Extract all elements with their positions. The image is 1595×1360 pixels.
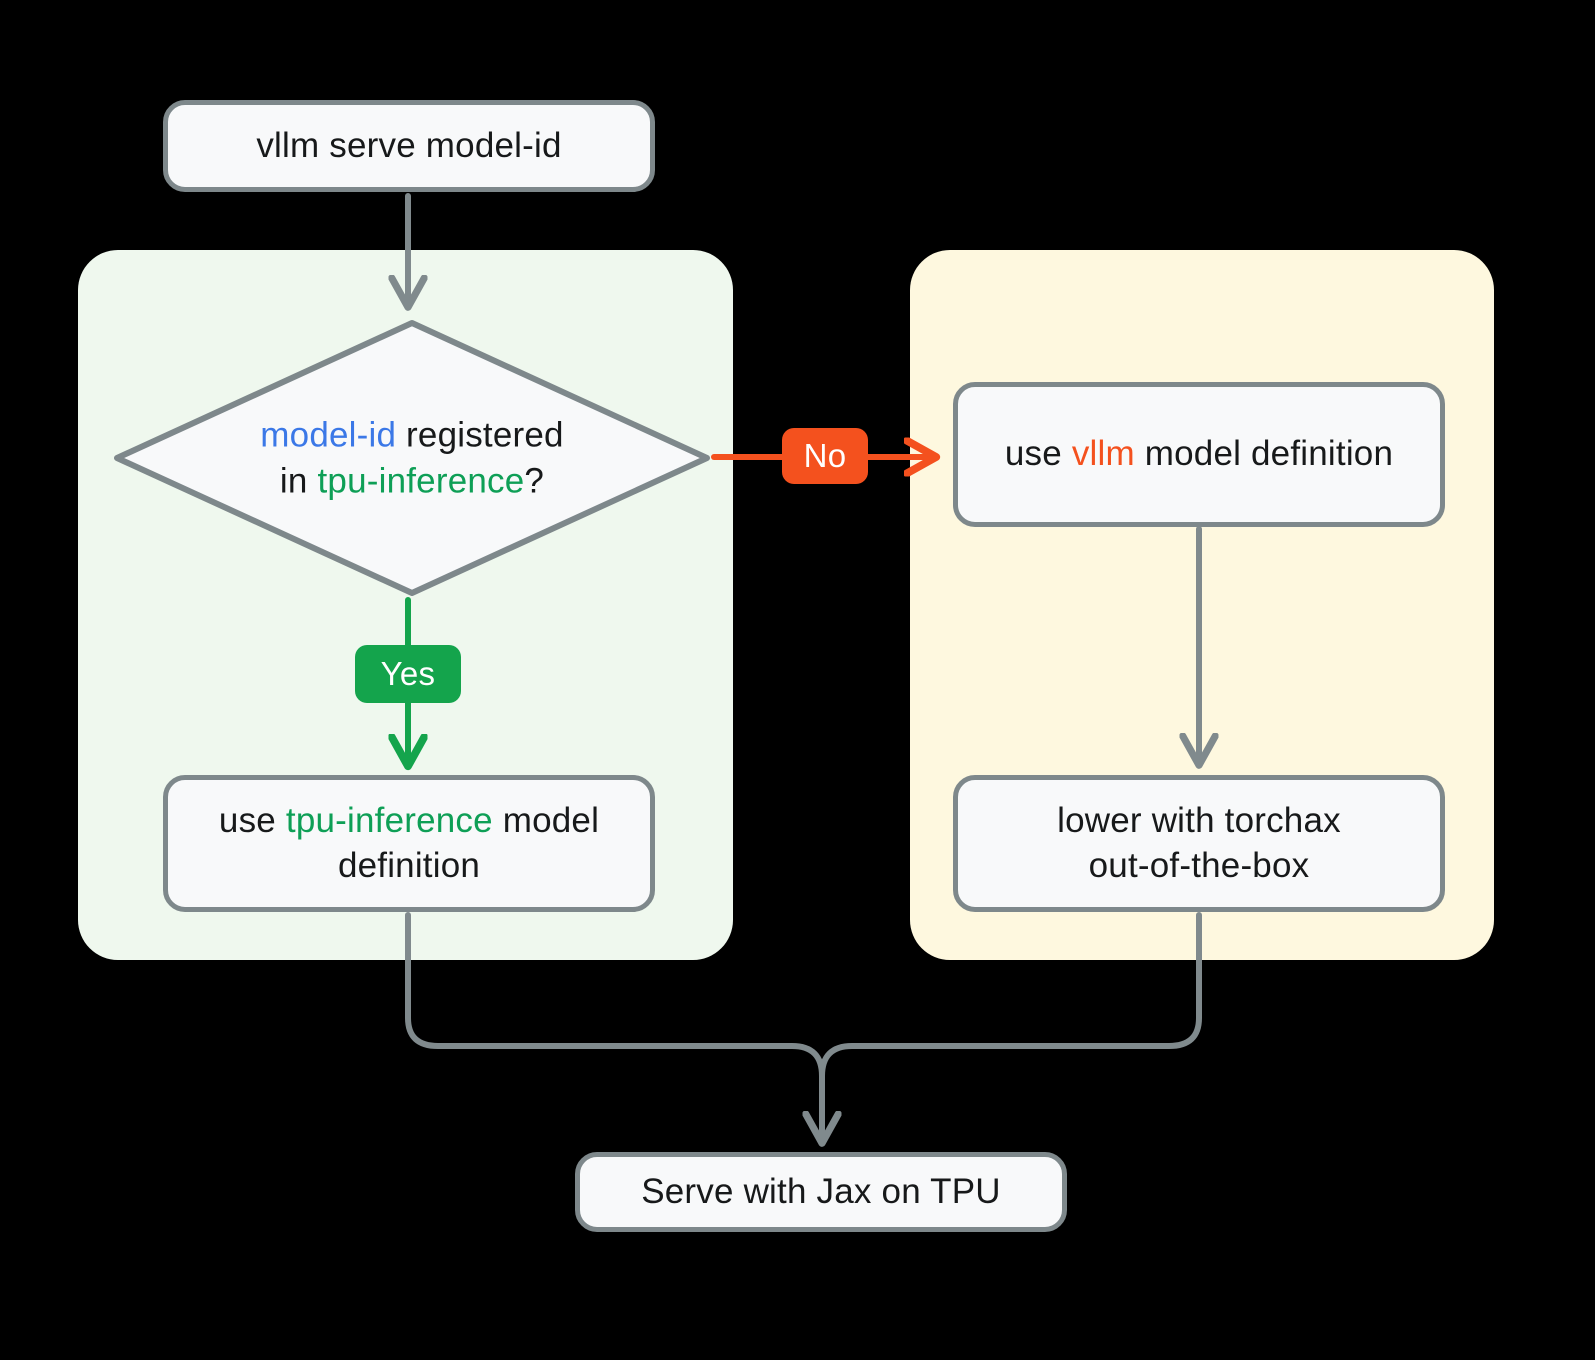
vllm-def-text-2: model definition: [1134, 434, 1394, 474]
node-start-label: vllm serve model-id: [256, 125, 562, 165]
decision-text-3: ?: [524, 461, 545, 500]
tpu-def-text-2: model definition: [337, 800, 600, 885]
node-decision-model-registered[interactable]: model-id registered in tpu-inference?: [112, 318, 712, 598]
node-decision-label: model-id registered in tpu-inference?: [202, 413, 622, 504]
token-tpu-inference-2: tpu-inference: [285, 800, 493, 840]
node-torchax-label: lower with torchax out-of-the-box: [1057, 799, 1341, 889]
edge-label-no-text: No: [803, 437, 847, 474]
node-serve-label: Serve with Jax on TPU: [641, 1171, 1001, 1211]
node-start-command[interactable]: vllm serve model-id: [163, 100, 655, 192]
decision-text-1: registered: [396, 415, 564, 455]
node-tpu-def-label: use tpu-inference model definition: [194, 799, 624, 889]
token-vllm: vllm: [1071, 434, 1135, 474]
token-model-id: model-id: [260, 415, 397, 455]
node-use-tpu-inference-model-definition[interactable]: use tpu-inference model definition: [163, 775, 655, 912]
edge-label-yes-text: Yes: [380, 655, 436, 692]
torchax-line-1: lower with torchax: [1057, 800, 1341, 840]
diamond-shape: [112, 318, 712, 598]
torchax-line-2: out-of-the-box: [1088, 845, 1310, 885]
edge-label-yes: Yes: [355, 645, 461, 703]
decision-text-2: in: [279, 461, 318, 500]
token-tpu-inference: tpu-inference: [317, 461, 525, 500]
vllm-def-text-1: use: [1004, 434, 1072, 474]
tpu-def-text-1: use: [218, 800, 286, 840]
node-vllm-def-label: use vllm model definition: [1005, 432, 1393, 477]
node-lower-with-torchax[interactable]: lower with torchax out-of-the-box: [953, 775, 1445, 912]
node-serve-with-jax-on-tpu[interactable]: Serve with Jax on TPU: [575, 1152, 1067, 1232]
node-use-vllm-model-definition[interactable]: use vllm model definition: [953, 382, 1445, 527]
edge-label-no: No: [782, 428, 868, 484]
